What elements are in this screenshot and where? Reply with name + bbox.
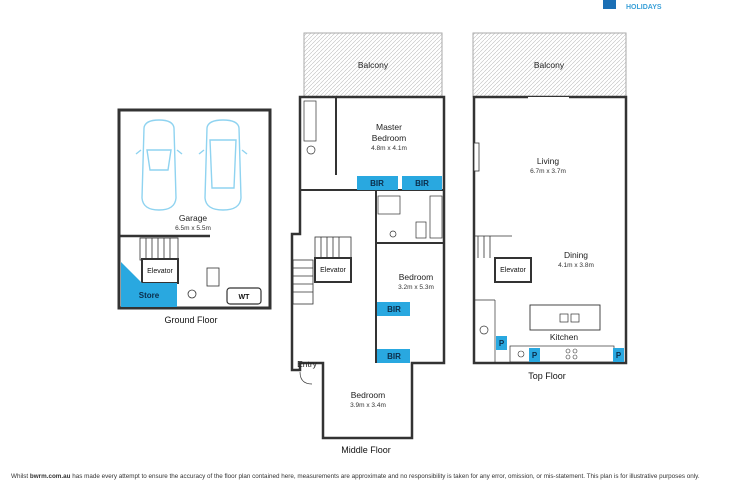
brand-name: HOLIDAYS [626, 4, 662, 11]
water-tank-label: WT [239, 294, 251, 301]
bir-1 [357, 176, 398, 190]
ensuite-fixtures [303, 100, 443, 239]
bir-2-label: BIR [415, 179, 429, 188]
middle-floor-outline [290, 95, 446, 440]
bir-4-label: BIR [387, 352, 401, 361]
powder-room [474, 299, 496, 363]
fireplace [473, 142, 480, 172]
elevator-shaft [494, 257, 532, 283]
brand-logo-mark [603, 0, 616, 9]
top-floor-plan: Balcony Living 6.7m x 3.7m Elevator Dini… [472, 32, 628, 381]
balcony-area [303, 32, 443, 98]
bir-4 [377, 349, 410, 363]
master-bedroom-dimensions: 4.8m x 4.1m [371, 145, 407, 152]
bir-3 [377, 302, 410, 316]
dining-dimensions: 4.1m x 3.8m [558, 262, 594, 269]
living-label: Living [537, 156, 559, 166]
pantry-a [496, 336, 507, 350]
kitchen-bench [509, 345, 615, 363]
balcony-area [472, 32, 627, 98]
disclaimer-text: has made every attempt to ensure the acc… [70, 473, 700, 480]
master-bedroom-label-line1: Master [376, 122, 402, 132]
kitchen-island [529, 304, 601, 331]
store-label: Store [139, 291, 160, 300]
bedroom-2-dimensions: 3.2m x 5.3m [398, 284, 434, 291]
bir-1-label: BIR [370, 179, 384, 188]
master-bedroom-label-line2: Bedroom [372, 133, 407, 143]
bir-3-label: BIR [387, 305, 401, 314]
store-room-fill [121, 283, 177, 307]
disclaimer-prefix: Whilst [11, 473, 30, 480]
pantry-b [529, 348, 540, 362]
dining-label: Dining [564, 250, 588, 260]
top-floor-label: Top Floor [528, 371, 566, 381]
pantry-c [613, 348, 624, 362]
ground-floor-plan: Garage 6.5m x 5.5m Elevator Store WT Gro… [117, 108, 272, 325]
water-tank [226, 287, 262, 305]
middle-elevator-label: Elevator [320, 267, 346, 274]
pantry-a-label: P [499, 339, 505, 348]
top-floor-outline [472, 95, 628, 365]
bedroom-2-label: Bedroom [399, 272, 434, 282]
cooktop-icon [565, 348, 578, 360]
entry-door [299, 371, 313, 385]
bedroom-3-dimensions: 3.9m x 3.4m [350, 402, 386, 409]
top-balcony-label: Balcony [534, 60, 565, 70]
pantry-b-label: P [532, 351, 538, 360]
pantry-c-label: P [616, 351, 622, 360]
stairs [139, 237, 179, 261]
garage-dimensions: 6.5m x 5.5m [175, 225, 211, 232]
middle-floor-label: Middle Floor [341, 445, 391, 455]
disclaimer-domain: bwrm.com.au [29, 473, 71, 480]
garage-label: Garage [179, 213, 208, 223]
disclaimer: Whilst bwrm.com.au has made every attemp… [11, 473, 700, 480]
car-icon [135, 119, 183, 211]
kitchen-label: Kitchen [550, 332, 579, 342]
stairs [474, 235, 512, 258]
middle-floor-plan: Balcony Master Bedroom 4.8m x 4.1m BIR B… [290, 32, 446, 455]
ground-floor-outline [117, 108, 272, 310]
living-dimensions: 6.7m x 3.7m [530, 168, 566, 175]
top-elevator-label: Elevator [500, 267, 526, 274]
elevator-label: Elevator [147, 268, 173, 275]
middle-balcony-label: Balcony [358, 60, 389, 70]
entry-label: Entry [297, 359, 318, 369]
toilet [187, 289, 197, 299]
laundry-tub [206, 267, 220, 287]
car-icon [198, 119, 248, 211]
elevator-shaft [314, 257, 352, 283]
bir-2 [402, 176, 442, 190]
bedroom-3-label: Bedroom [351, 390, 386, 400]
ground-floor-label: Ground Floor [164, 315, 217, 325]
